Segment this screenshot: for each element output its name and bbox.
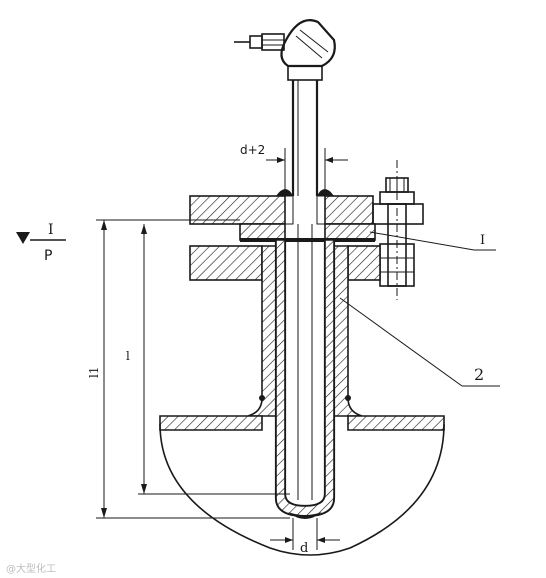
callout-1-label: I — [480, 233, 485, 248]
flange-bolt — [372, 160, 424, 300]
terminal-head — [234, 19, 336, 81]
nozzle-flange — [189, 223, 381, 281]
watermark: @大型化工 — [6, 562, 56, 575]
l-label: l — [126, 349, 130, 363]
callout-2-label: 2 — [474, 365, 484, 384]
d-label: d — [300, 541, 308, 556]
dimension-l1: l1 — [87, 219, 290, 519]
weld-symbol-top: I — [48, 222, 54, 238]
d-plus-2-label: d+2 — [240, 143, 265, 157]
callout-1: I — [369, 231, 496, 251]
thermowell-body — [247, 224, 363, 519]
weld-symbol: I P — [16, 222, 66, 264]
callout-2: 2 — [339, 297, 500, 387]
dimension-d-plus-2: d+2 — [240, 143, 348, 196]
l1-label: l1 — [87, 367, 101, 378]
dimension-d: d — [270, 518, 340, 556]
upper-flange — [189, 189, 374, 225]
protection-tube — [291, 80, 319, 196]
weld-symbol-bottom: P — [44, 248, 52, 264]
vessel-head — [159, 415, 445, 556]
dimension-l: l — [126, 224, 290, 495]
